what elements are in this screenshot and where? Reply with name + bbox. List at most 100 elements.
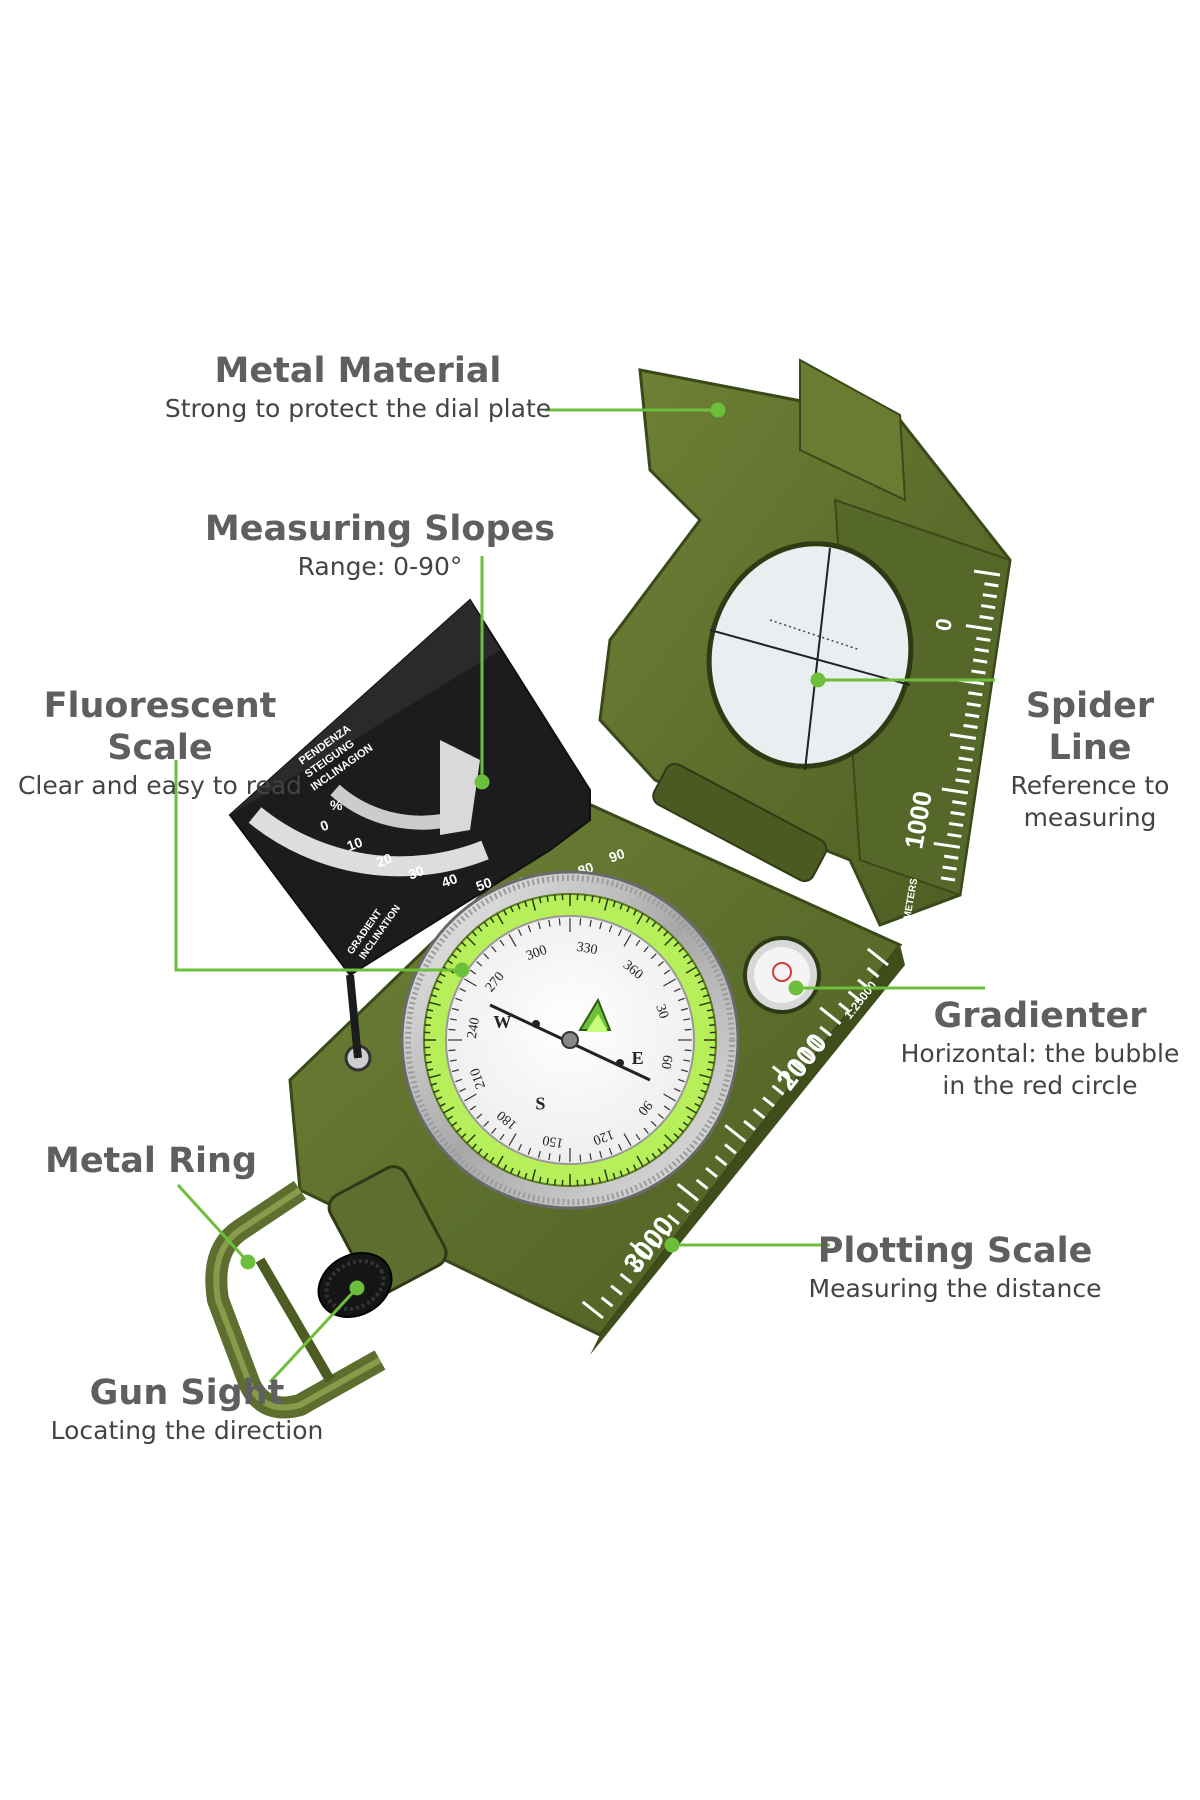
dial-degree-label: 240 (465, 1016, 483, 1039)
ring-tick (447, 959, 453, 965)
callout-subtitle-line-1: Horizontal: the bubble (900, 1039, 1180, 1068)
ring-tick (471, 930, 477, 937)
ruler-tick (952, 800, 967, 806)
ruler-tick (581, 1300, 604, 1320)
ruler-tick (979, 614, 994, 621)
dial-tick (599, 1150, 603, 1158)
dial-tick (548, 1153, 551, 1161)
ruler-tick (714, 1155, 728, 1167)
ring-tick (424, 1053, 431, 1057)
ruler-tick (667, 1214, 680, 1226)
ring-tick (673, 1133, 680, 1139)
dial-tick (476, 961, 483, 967)
ring-tick (503, 909, 508, 916)
ring-tick (428, 1073, 441, 1079)
ruler-tick (743, 1119, 756, 1131)
ring-tick (427, 1068, 434, 1072)
ring-tick (685, 1106, 697, 1114)
ruler-tick (965, 624, 993, 631)
callout-gradienter: Gradienter Horizontal: the bubble in the… (880, 995, 1200, 1101)
ring-tick (524, 1172, 528, 1180)
dial-tick (459, 1088, 467, 1093)
ruler-tick (949, 733, 977, 740)
dial-tick (508, 1133, 517, 1146)
callout-fluorescent-scale: Fluorescent Scale Clear and easy to read (0, 685, 320, 801)
dial-tick (683, 1059, 691, 1062)
dial-tick (459, 987, 467, 992)
ring-tick (483, 921, 489, 928)
ring-tick (663, 930, 669, 937)
ring-tick (460, 1133, 467, 1139)
ring-tick (619, 903, 624, 910)
dial-tick (635, 939, 641, 947)
ring-tick (678, 1127, 684, 1133)
ring-tick (687, 1115, 693, 1121)
dial-tick (455, 1078, 463, 1083)
ruler-tick (819, 1025, 832, 1037)
dial-tick (683, 1018, 691, 1021)
ring-tick (516, 903, 521, 910)
dial-tick (548, 919, 551, 927)
dial-tick (491, 1127, 497, 1134)
ring-tick (591, 895, 594, 902)
callout-subtitle: Measuring the distance (808, 1274, 1102, 1303)
dial-tick (623, 1133, 632, 1146)
ring-tick (538, 897, 542, 904)
dial-tick (589, 919, 592, 927)
ring-tick (466, 1134, 476, 1144)
ruler-tick (657, 1225, 671, 1237)
dial-tick (677, 997, 685, 1002)
ring-tick (460, 941, 467, 947)
dial-tick (449, 1018, 457, 1021)
ring-tick (603, 1169, 609, 1182)
dial-tick (499, 1133, 505, 1141)
dial-tick (673, 1088, 681, 1093)
ring-tick (456, 947, 462, 953)
ruler-tick (629, 1241, 652, 1261)
dial-tick (452, 1069, 460, 1073)
dial-degree-label: 30 (652, 1003, 671, 1021)
ruler-tick (943, 854, 959, 860)
ring-tick (477, 926, 483, 932)
ruler-tick (966, 702, 981, 708)
dial-tick (579, 918, 582, 926)
ring-tick (428, 1001, 441, 1007)
dial-direction-letter: W (493, 1012, 511, 1032)
ruler-tick (956, 767, 972, 773)
ring-tick (471, 1143, 477, 1150)
ring-tick (700, 1089, 707, 1094)
ring-tick (626, 906, 631, 913)
ring-tick (708, 1061, 715, 1064)
ring-tick (664, 936, 674, 946)
ruler-tick (955, 778, 970, 784)
dial-tick (476, 1113, 483, 1119)
callout-title: Metal Ring (44, 1141, 258, 1181)
clinometer-degree-label: 30 (406, 862, 426, 882)
ring-tick (425, 1016, 432, 1019)
dial-tick (448, 1028, 456, 1031)
ring-tick (706, 1008, 713, 1012)
ruler-tick (940, 876, 956, 882)
dial-tick (608, 925, 613, 933)
dial-degree-label: 330 (575, 940, 598, 958)
dial-tick (673, 987, 681, 992)
ruler-tick (819, 1006, 842, 1026)
ring-tick (682, 1121, 689, 1127)
callout-title: Plotting Scale (817, 1231, 1093, 1271)
callout-measuring-slopes: Measuring Slopes Range: 0-90° (200, 508, 560, 582)
ring-tick (427, 1008, 434, 1012)
ring-tick (546, 895, 549, 902)
dial-tick (527, 1147, 532, 1155)
ruler-tick (968, 691, 983, 697)
ring-tick (466, 936, 476, 946)
dial-tick (618, 1143, 623, 1151)
dial-tick (684, 1049, 692, 1052)
ring-tick (673, 941, 680, 947)
dial-tick (469, 969, 477, 975)
dial-tick (537, 922, 541, 930)
callout-subtitle-line-1: Reference to (1010, 771, 1170, 800)
ruler-tick (619, 1272, 633, 1284)
dial-tick (643, 1127, 649, 1134)
gradienter-bubble-level (743, 936, 821, 1014)
